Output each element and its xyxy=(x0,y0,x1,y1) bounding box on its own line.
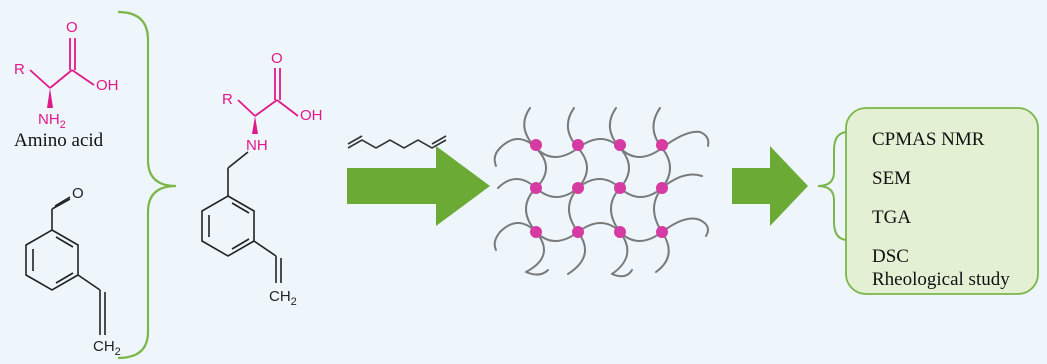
aldehyde-ch2-label: CH2 xyxy=(93,338,121,358)
technique-cpmas-nmr: CPMAS NMR xyxy=(872,129,985,150)
monomer-r-label: R xyxy=(222,91,233,108)
reagents-curly-brace xyxy=(117,10,177,360)
characterization-box xyxy=(845,107,1039,295)
monomer-oh-label: OH xyxy=(300,107,323,124)
monomer-nh-label: NH xyxy=(246,137,268,154)
reaction-arrow xyxy=(347,146,490,226)
monomer-wedge-bond xyxy=(252,116,258,134)
amino-acid-wedge-bond xyxy=(47,88,53,108)
amino-acid-nh2-label: NH2 xyxy=(38,111,66,131)
monomer-pink-part xyxy=(237,68,299,117)
characterization-brace xyxy=(817,131,849,241)
amino-acid-o-label: O xyxy=(66,19,78,36)
amino-acid-caption: Amino acid xyxy=(14,130,104,151)
aldehyde-o-label: O xyxy=(72,185,84,202)
monomer-aromatic-part xyxy=(201,151,282,283)
vinylbenzaldehyde-structure xyxy=(25,196,106,335)
technique-tga: TGA xyxy=(872,207,911,228)
characterization-arrow xyxy=(732,146,808,226)
diene-crosslinker xyxy=(347,135,447,149)
amino-acid-r-label: R xyxy=(14,61,25,78)
crosslink-nodes xyxy=(530,139,668,238)
monomer-ch2-label: CH2 xyxy=(269,288,297,308)
amino-acid-structure xyxy=(29,38,95,89)
monomer-o-label: O xyxy=(271,50,283,67)
technique-rheological-study: Rheological study xyxy=(872,269,1010,290)
technique-dsc: DSC xyxy=(872,246,909,267)
amino-acid-oh-label: OH xyxy=(96,77,119,94)
technique-sem: SEM xyxy=(872,168,911,189)
crosslinked-polymer-network xyxy=(493,107,710,278)
